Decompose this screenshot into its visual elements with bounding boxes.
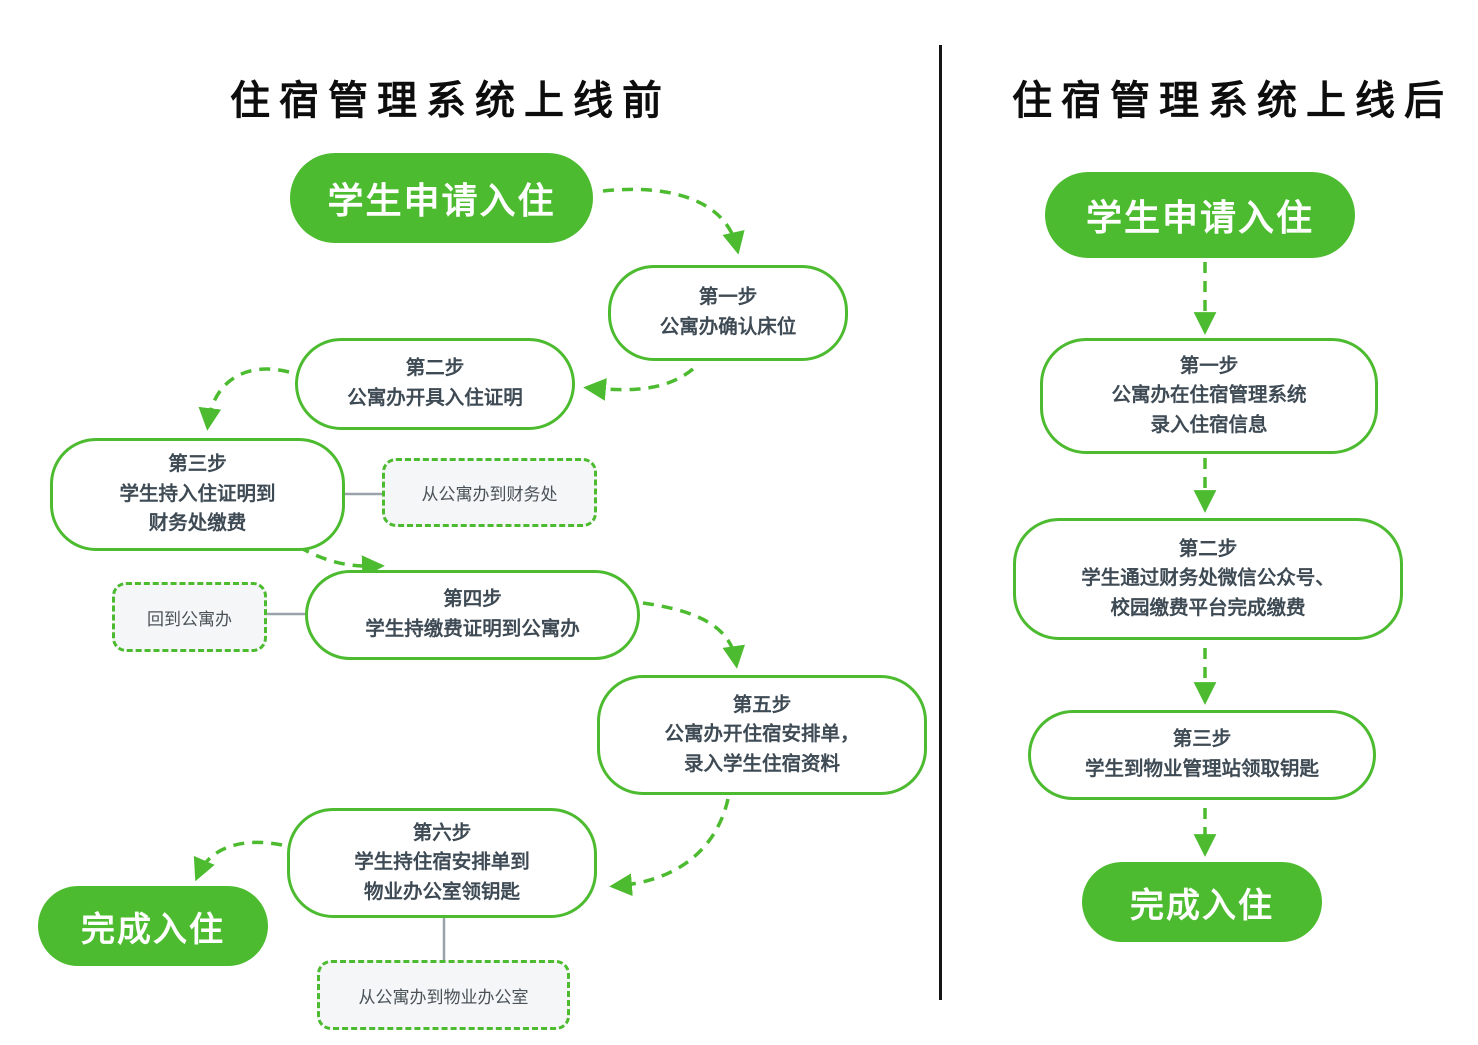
step-line: 财务处缴费 [148, 512, 247, 535]
arrow-left-start-to-step1 [602, 187, 745, 255]
step-line: 录入住宿信息 [1150, 413, 1268, 436]
right-step-3: 第三步 学生到物业管理站领取钥匙 [1028, 710, 1376, 800]
left-end-pill: 完成入住 [38, 886, 268, 966]
step-line: 校园缴费平台完成缴费 [1110, 596, 1306, 619]
step-title: 第二步 [405, 357, 465, 380]
left-step-6: 第六步 学生持住宿安排单到 物业办公室领钥匙 [287, 808, 597, 918]
step-line: 学生通过财务处微信公众号、 [1081, 567, 1335, 590]
left-column-title: 住宿管理系统上线前 [230, 78, 671, 123]
arrow-left-step6-to-end [193, 840, 283, 882]
arrow-left-step3-to-step4 [298, 545, 385, 578]
right-step-1: 第一步 公寓办在住宿管理系统 录入住宿信息 [1040, 338, 1378, 454]
left-step-4: 第四步 学生持缴费证明到公寓办 [305, 570, 640, 660]
column-divider [939, 45, 942, 1000]
step-title: 第三步 [168, 453, 227, 476]
step-title: 第一步 [1179, 354, 1239, 377]
step-title: 第二步 [1178, 537, 1238, 560]
step-line: 物业办公室领钥匙 [363, 880, 520, 903]
step-title: 第六步 [412, 821, 472, 844]
left-start-pill: 学生申请入住 [290, 153, 593, 243]
step-line: 学生持入住证明到 [119, 482, 276, 505]
right-step-2: 第二步 学生通过财务处微信公众号、 校园缴费平台完成缴费 [1013, 518, 1403, 640]
right-column-title: 住宿管理系统上线后 [1012, 78, 1453, 123]
step-line: 录入学生住宿资料 [683, 752, 840, 775]
left-step-2: 第二步 公寓办开具入住证明 [295, 338, 575, 430]
right-start-pill: 学生申请入住 [1045, 172, 1355, 258]
step-line: 公寓办在住宿管理系统 [1111, 384, 1307, 407]
step-title: 第一步 [698, 286, 758, 309]
arrow-left-step2-to-step3 [198, 367, 290, 431]
left-note-3: 从公寓办到物业办公室 [317, 960, 570, 1030]
arrow-left-step4-to-step5 [642, 601, 745, 669]
left-note-1: 从公寓办到财务处 [382, 458, 597, 527]
step-line: 学生持住宿安排单到 [354, 851, 530, 874]
left-step-1: 第一步 公寓办确认床位 [608, 265, 848, 361]
arrow-left-step5-to-step6 [609, 798, 730, 897]
step-line: 公寓办开具入住证明 [347, 387, 523, 409]
step-title: 第五步 [732, 693, 792, 716]
left-step-3: 第三步 学生持入住证明到 财务处缴费 [50, 438, 345, 551]
left-step-5: 第五步 公寓办开住宿安排单， 录入学生住宿资料 [597, 675, 927, 795]
step-line: 学生到物业管理站领取钥匙 [1084, 758, 1319, 780]
step-line: 学生持缴费证明到公寓办 [365, 618, 580, 640]
step-line: 公寓办开住宿安排单， [664, 723, 860, 746]
step-line: 公寓办确认床位 [659, 316, 797, 338]
right-end-pill: 完成入住 [1082, 862, 1322, 942]
step-title: 第三步 [1172, 728, 1232, 751]
arrow-left-step1-to-step2 [583, 367, 695, 401]
step-title: 第四步 [443, 588, 502, 611]
left-note-2: 回到公寓办 [112, 582, 267, 652]
